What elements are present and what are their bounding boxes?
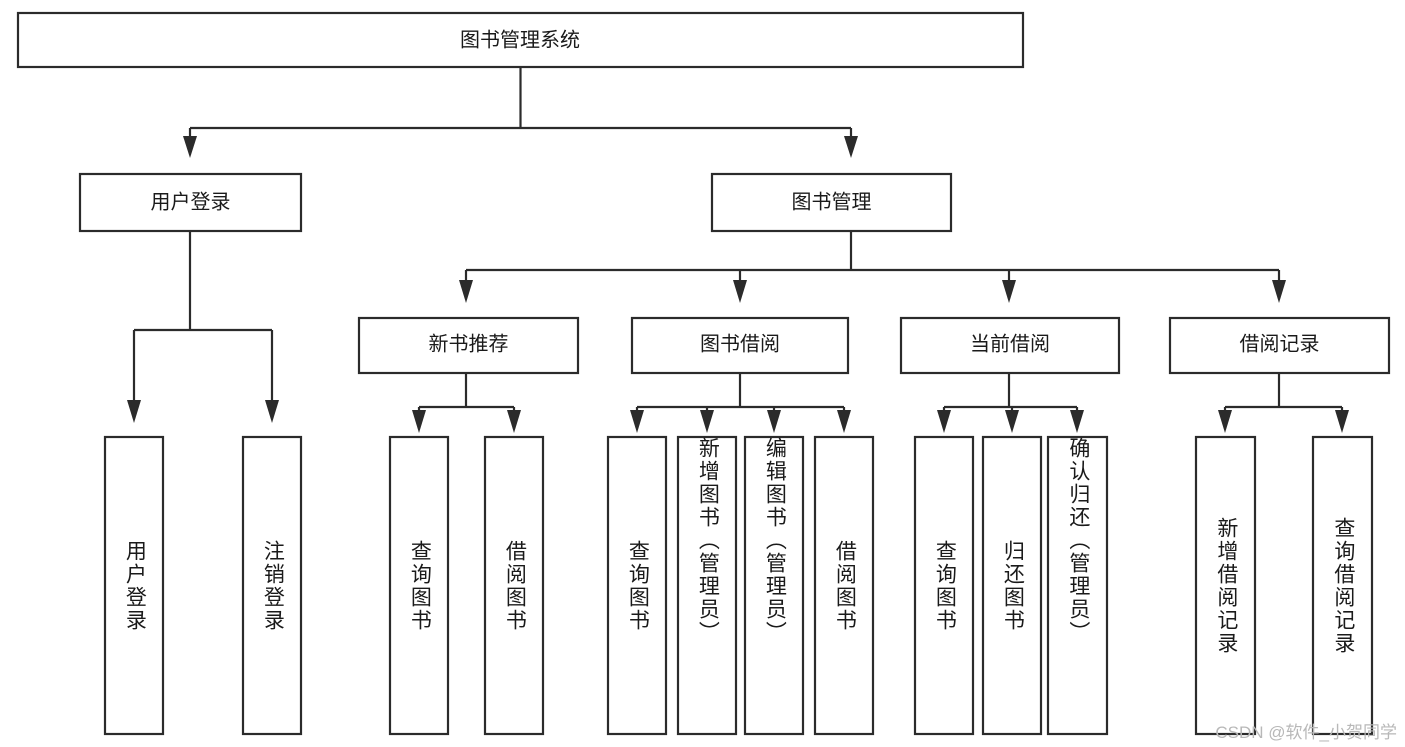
node-book-borrow[interactable]: 图书借阅 bbox=[630, 316, 850, 375]
leaf-box-query-book-3[interactable] bbox=[913, 435, 975, 736]
leaf-box-return-book[interactable] bbox=[981, 435, 1043, 736]
edge-currentborrow-to-leaves bbox=[937, 373, 1084, 433]
leaf-box-borrow-book-1[interactable] bbox=[483, 435, 545, 736]
leaf-box-logout-login[interactable] bbox=[241, 435, 303, 736]
node-user-login[interactable]: 用户登录 bbox=[78, 172, 303, 233]
edge-borrowrecord-to-leaves bbox=[1218, 373, 1349, 433]
node-new-book-recommend[interactable]: 新书推荐 bbox=[357, 316, 580, 375]
edge-bookborrow-to-leaves bbox=[630, 373, 851, 433]
leaf-box-query-book-1[interactable] bbox=[388, 435, 450, 736]
node-user-login-label: 用户登录 bbox=[151, 190, 231, 213]
leaf-box-add-book[interactable] bbox=[676, 435, 738, 736]
node-current-borrow-label: 当前借阅 bbox=[970, 332, 1050, 355]
node-borrow-record[interactable]: 借阅记录 bbox=[1168, 316, 1391, 375]
leaf-box-add-record[interactable] bbox=[1194, 435, 1257, 736]
edge-newbook-to-leaves bbox=[412, 373, 521, 433]
node-book-manage-label: 图书管理 bbox=[792, 190, 872, 213]
node-borrow-record-label: 借阅记录 bbox=[1240, 332, 1320, 355]
leaf-box-confirm-return[interactable] bbox=[1046, 435, 1109, 736]
node-book-manage[interactable]: 图书管理 bbox=[710, 172, 953, 233]
edge-userlogin-to-leaves bbox=[127, 231, 279, 423]
edge-root-to-level2 bbox=[183, 67, 858, 158]
edge-bookmanage-to-level3 bbox=[459, 231, 1286, 303]
leaf-box-borrow-book-2[interactable] bbox=[813, 435, 875, 736]
node-new-book-recommend-label: 新书推荐 bbox=[429, 332, 509, 355]
node-book-borrow-label: 图书借阅 bbox=[700, 332, 780, 355]
csdn-watermark: CSDN @软件_小贺同学 bbox=[1215, 723, 1397, 742]
leaf-box-user-login[interactable] bbox=[103, 435, 165, 736]
leaf-boxes bbox=[103, 435, 1374, 736]
leaf-box-query-book-2[interactable] bbox=[606, 435, 668, 736]
node-root[interactable]: 图书管理系统 bbox=[16, 11, 1025, 69]
leaf-box-query-record[interactable] bbox=[1311, 435, 1374, 736]
node-root-label: 图书管理系统 bbox=[460, 28, 580, 51]
leaf-box-edit-book[interactable] bbox=[743, 435, 805, 736]
node-current-borrow[interactable]: 当前借阅 bbox=[899, 316, 1121, 375]
